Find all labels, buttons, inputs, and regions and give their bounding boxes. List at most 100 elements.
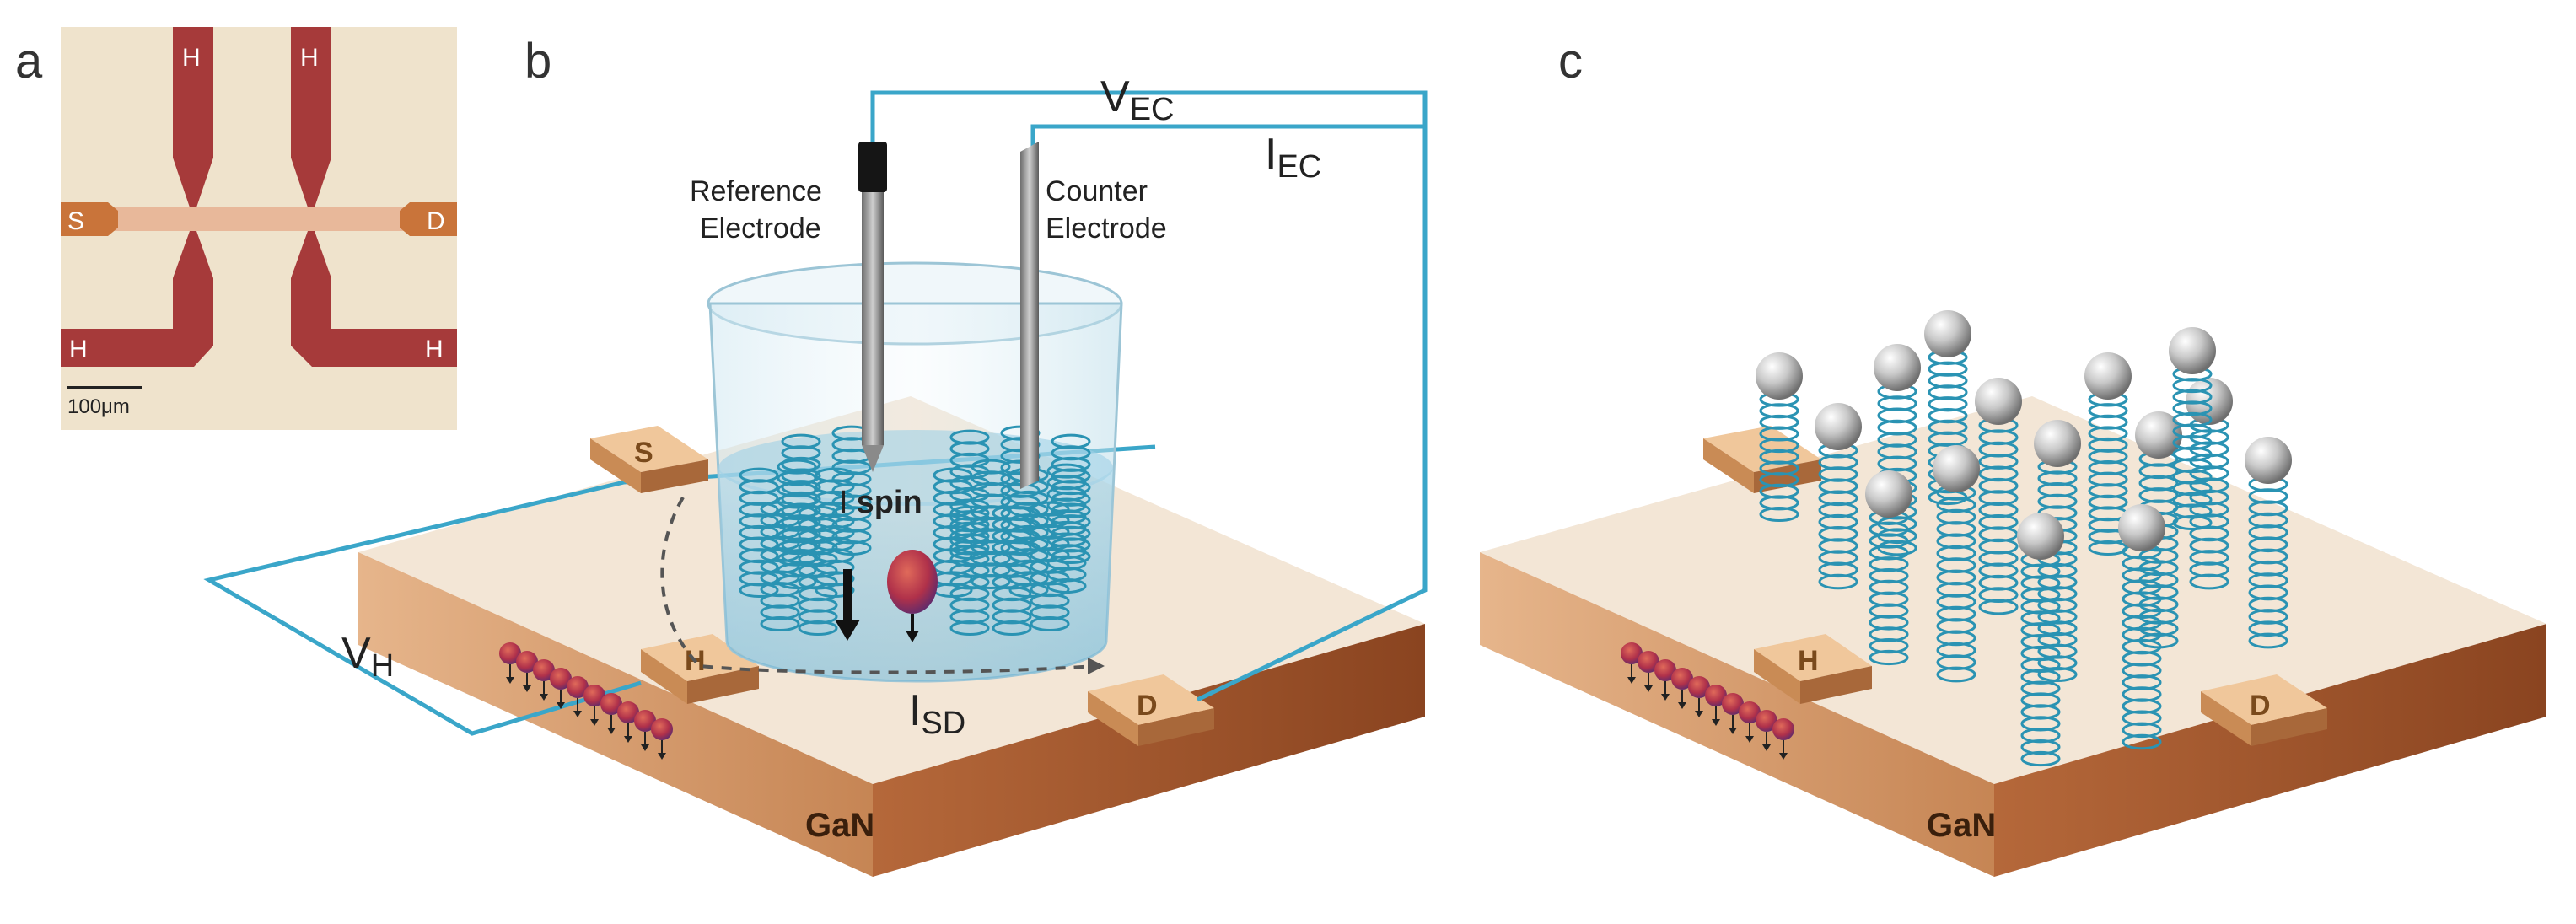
spin-electron bbox=[1671, 668, 1693, 709]
helix-molecule bbox=[1759, 391, 1799, 522]
pad-d-label-c: D bbox=[2250, 690, 2271, 722]
vec-wire bbox=[870, 90, 1428, 702]
spin-electron bbox=[533, 659, 555, 701]
pad-s-label: S bbox=[634, 437, 653, 469]
helix-molecule bbox=[781, 433, 821, 564]
panel-c-letter: c bbox=[1558, 34, 1583, 89]
spin-electron bbox=[1688, 676, 1710, 717]
gan-slab-front bbox=[358, 552, 873, 877]
panel-b: b GaN S H D bbox=[203, 34, 1428, 877]
spin-arrowhead bbox=[906, 631, 919, 642]
gan-slab-side bbox=[873, 624, 1425, 877]
spin-electron bbox=[1739, 701, 1761, 743]
reference-electrode-label-line2: Electrode bbox=[700, 212, 821, 244]
contact-label-bottom-right: H bbox=[425, 336, 444, 363]
electron-row-c bbox=[1621, 642, 1794, 760]
nanoparticle bbox=[1924, 310, 1971, 357]
spin-electron bbox=[1638, 651, 1659, 692]
nanoparticle bbox=[1865, 470, 1912, 518]
helix-molecule bbox=[2122, 543, 2162, 750]
spin-electron bbox=[499, 642, 521, 684]
pad-d: D bbox=[1088, 674, 1214, 746]
source-label: S bbox=[67, 207, 84, 235]
nanoparticle bbox=[2017, 513, 2064, 560]
helix-molecule bbox=[1030, 501, 1070, 631]
helix-molecule bbox=[949, 429, 990, 560]
nanoparticle bbox=[2135, 411, 2182, 459]
scale-bar-label: 100μm bbox=[67, 395, 130, 418]
panel-c: c GaN H D bbox=[1480, 34, 2546, 877]
helix-molecule bbox=[2088, 391, 2128, 556]
helix-array-b bbox=[739, 425, 1091, 636]
spin-electron bbox=[550, 668, 572, 709]
isd-label: ISD bbox=[909, 686, 965, 741]
electron-row-b bbox=[499, 642, 673, 760]
spin-electron bbox=[1705, 685, 1727, 726]
spin-electron bbox=[1654, 659, 1676, 701]
helix-molecule bbox=[2248, 475, 2288, 649]
helix-molecule bbox=[2037, 459, 2078, 683]
nanoparticle bbox=[1874, 344, 1921, 391]
spin-electron bbox=[583, 685, 605, 726]
counter-electrode-label-line1: Counter bbox=[1046, 175, 1148, 207]
gan-slab-side-c bbox=[1994, 624, 2546, 877]
helix-molecule bbox=[1936, 484, 1976, 683]
nanoparticle bbox=[2169, 327, 2216, 374]
gan-slab-front-c bbox=[1480, 552, 1994, 877]
helix-molecule bbox=[949, 505, 990, 636]
hall-bar-channel bbox=[93, 207, 413, 231]
nanoparticle bbox=[1815, 403, 1862, 450]
panel-a-letter: a bbox=[15, 34, 43, 89]
pad-d-c: D bbox=[2201, 674, 2327, 746]
helix-molecule bbox=[1877, 383, 1917, 556]
pad-h-c: H bbox=[1754, 634, 1872, 704]
spin-electron bbox=[1772, 718, 1794, 760]
helix-array-c bbox=[1756, 310, 2292, 767]
top-left-hall-trace bbox=[173, 27, 213, 207]
nanoparticle bbox=[1933, 445, 1980, 492]
substrate-label-c: GaN bbox=[1927, 807, 1996, 844]
spin-electron bbox=[1621, 642, 1643, 684]
helix-molecule bbox=[1051, 433, 1091, 564]
nanoparticle bbox=[1975, 378, 2022, 425]
reference-electrode-label-line1: Reference bbox=[690, 175, 822, 207]
nanoparticle bbox=[2034, 420, 2081, 467]
helix-molecule bbox=[739, 467, 779, 598]
helix-molecule bbox=[2020, 551, 2061, 767]
vh-label: VH bbox=[341, 629, 394, 684]
panel-b-letter: b bbox=[524, 34, 551, 89]
nanoparticle bbox=[1756, 352, 1803, 400]
bottom-right-hall-trace bbox=[291, 231, 457, 367]
reference-electrode bbox=[858, 142, 887, 472]
spin-current-arrowhead bbox=[835, 620, 860, 641]
helix-molecule bbox=[2172, 366, 2213, 530]
substrate-label: GaN bbox=[805, 807, 874, 844]
pad-h-label-c: H bbox=[1798, 645, 1819, 677]
helix-molecule bbox=[760, 501, 800, 631]
iec-label: IEC bbox=[1265, 130, 1321, 185]
spin-electron bbox=[567, 676, 589, 717]
drain-pad-micrograph bbox=[400, 202, 457, 236]
top-right-hall-trace bbox=[291, 27, 331, 207]
bottom-left-hall-trace bbox=[61, 231, 213, 367]
spin-electron bbox=[516, 651, 538, 692]
isd-path bbox=[660, 497, 1097, 674]
helix-molecule bbox=[1978, 416, 2019, 615]
spin-ball bbox=[887, 550, 938, 614]
helix-molecule bbox=[1818, 442, 1858, 590]
iec-wire bbox=[1030, 124, 1425, 148]
contact-label-top-left: H bbox=[182, 44, 201, 72]
contact-label-top-right: H bbox=[300, 44, 319, 72]
vec-label: VEC bbox=[1100, 73, 1174, 127]
spin-electron bbox=[651, 718, 673, 760]
spin-electron bbox=[1756, 710, 1777, 751]
isd-arrowhead bbox=[1088, 658, 1105, 674]
counter-electrode bbox=[1020, 142, 1039, 489]
spin-electron bbox=[600, 693, 622, 734]
counter-electrode-label-line2: Electrode bbox=[1046, 212, 1167, 244]
contact-label-bottom-left: H bbox=[69, 336, 88, 363]
vh-wire bbox=[203, 480, 642, 736]
spin-electron bbox=[634, 710, 656, 751]
